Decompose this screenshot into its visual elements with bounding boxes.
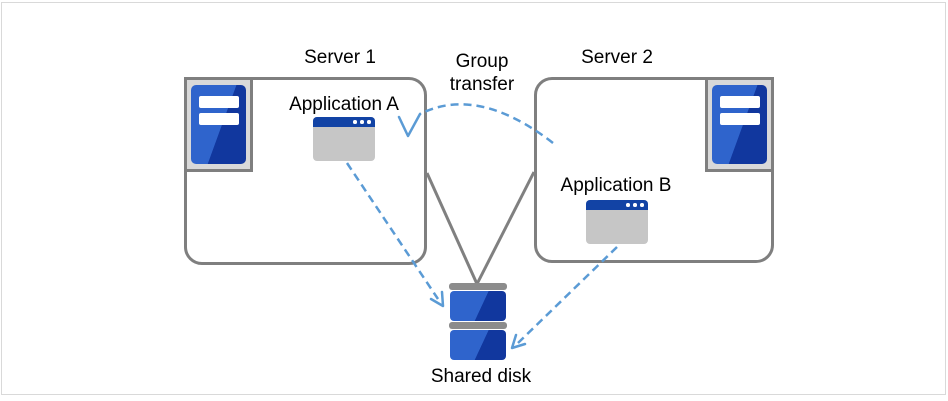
server1-disk-line xyxy=(425,172,479,285)
server2-server-icon xyxy=(705,77,774,172)
disk-cap-icon xyxy=(449,283,507,290)
server2-disk-line xyxy=(475,171,536,285)
window-dot-icon xyxy=(633,203,637,207)
window-dot-icon xyxy=(353,120,357,124)
appB-disk-arrow xyxy=(517,246,618,344)
application-a-window-icon xyxy=(313,117,375,161)
appA-disk-arrowhead-icon xyxy=(429,290,445,308)
group-transfer-label: Group transfer xyxy=(449,51,515,95)
disk-platter-icon xyxy=(450,330,506,360)
application-a-label: Application A xyxy=(289,94,399,115)
server-tower-icon xyxy=(191,85,246,164)
window-dot-icon xyxy=(367,120,371,124)
server-tower-icon xyxy=(712,85,767,164)
shared-disk-icon xyxy=(449,280,507,360)
group-transfer-arc xyxy=(419,103,554,144)
appA-disk-arrow xyxy=(345,162,440,300)
window-dot-icon xyxy=(640,203,644,207)
disk-cap-icon xyxy=(449,322,507,329)
server-slot-icon xyxy=(199,96,239,108)
application-b-label: Application B xyxy=(560,175,672,196)
application-b-window-icon xyxy=(586,200,648,244)
window-dot-icon xyxy=(360,120,364,124)
window-dot-icon xyxy=(626,203,630,207)
disk-platter-icon xyxy=(450,291,506,321)
server1-label: Server 1 xyxy=(304,47,376,68)
window-titlebar-icon xyxy=(313,117,375,127)
server-slot-icon xyxy=(199,113,239,125)
group-transfer-arrowhead-icon xyxy=(397,112,422,138)
appB-disk-arrowhead-icon xyxy=(510,333,527,350)
server-slot-icon xyxy=(720,96,760,108)
server1-server-icon xyxy=(184,77,253,172)
shared-disk-label: Shared disk xyxy=(430,366,532,387)
server-slot-icon xyxy=(720,113,760,125)
window-titlebar-icon xyxy=(586,200,648,210)
server2-label: Server 2 xyxy=(581,47,653,68)
